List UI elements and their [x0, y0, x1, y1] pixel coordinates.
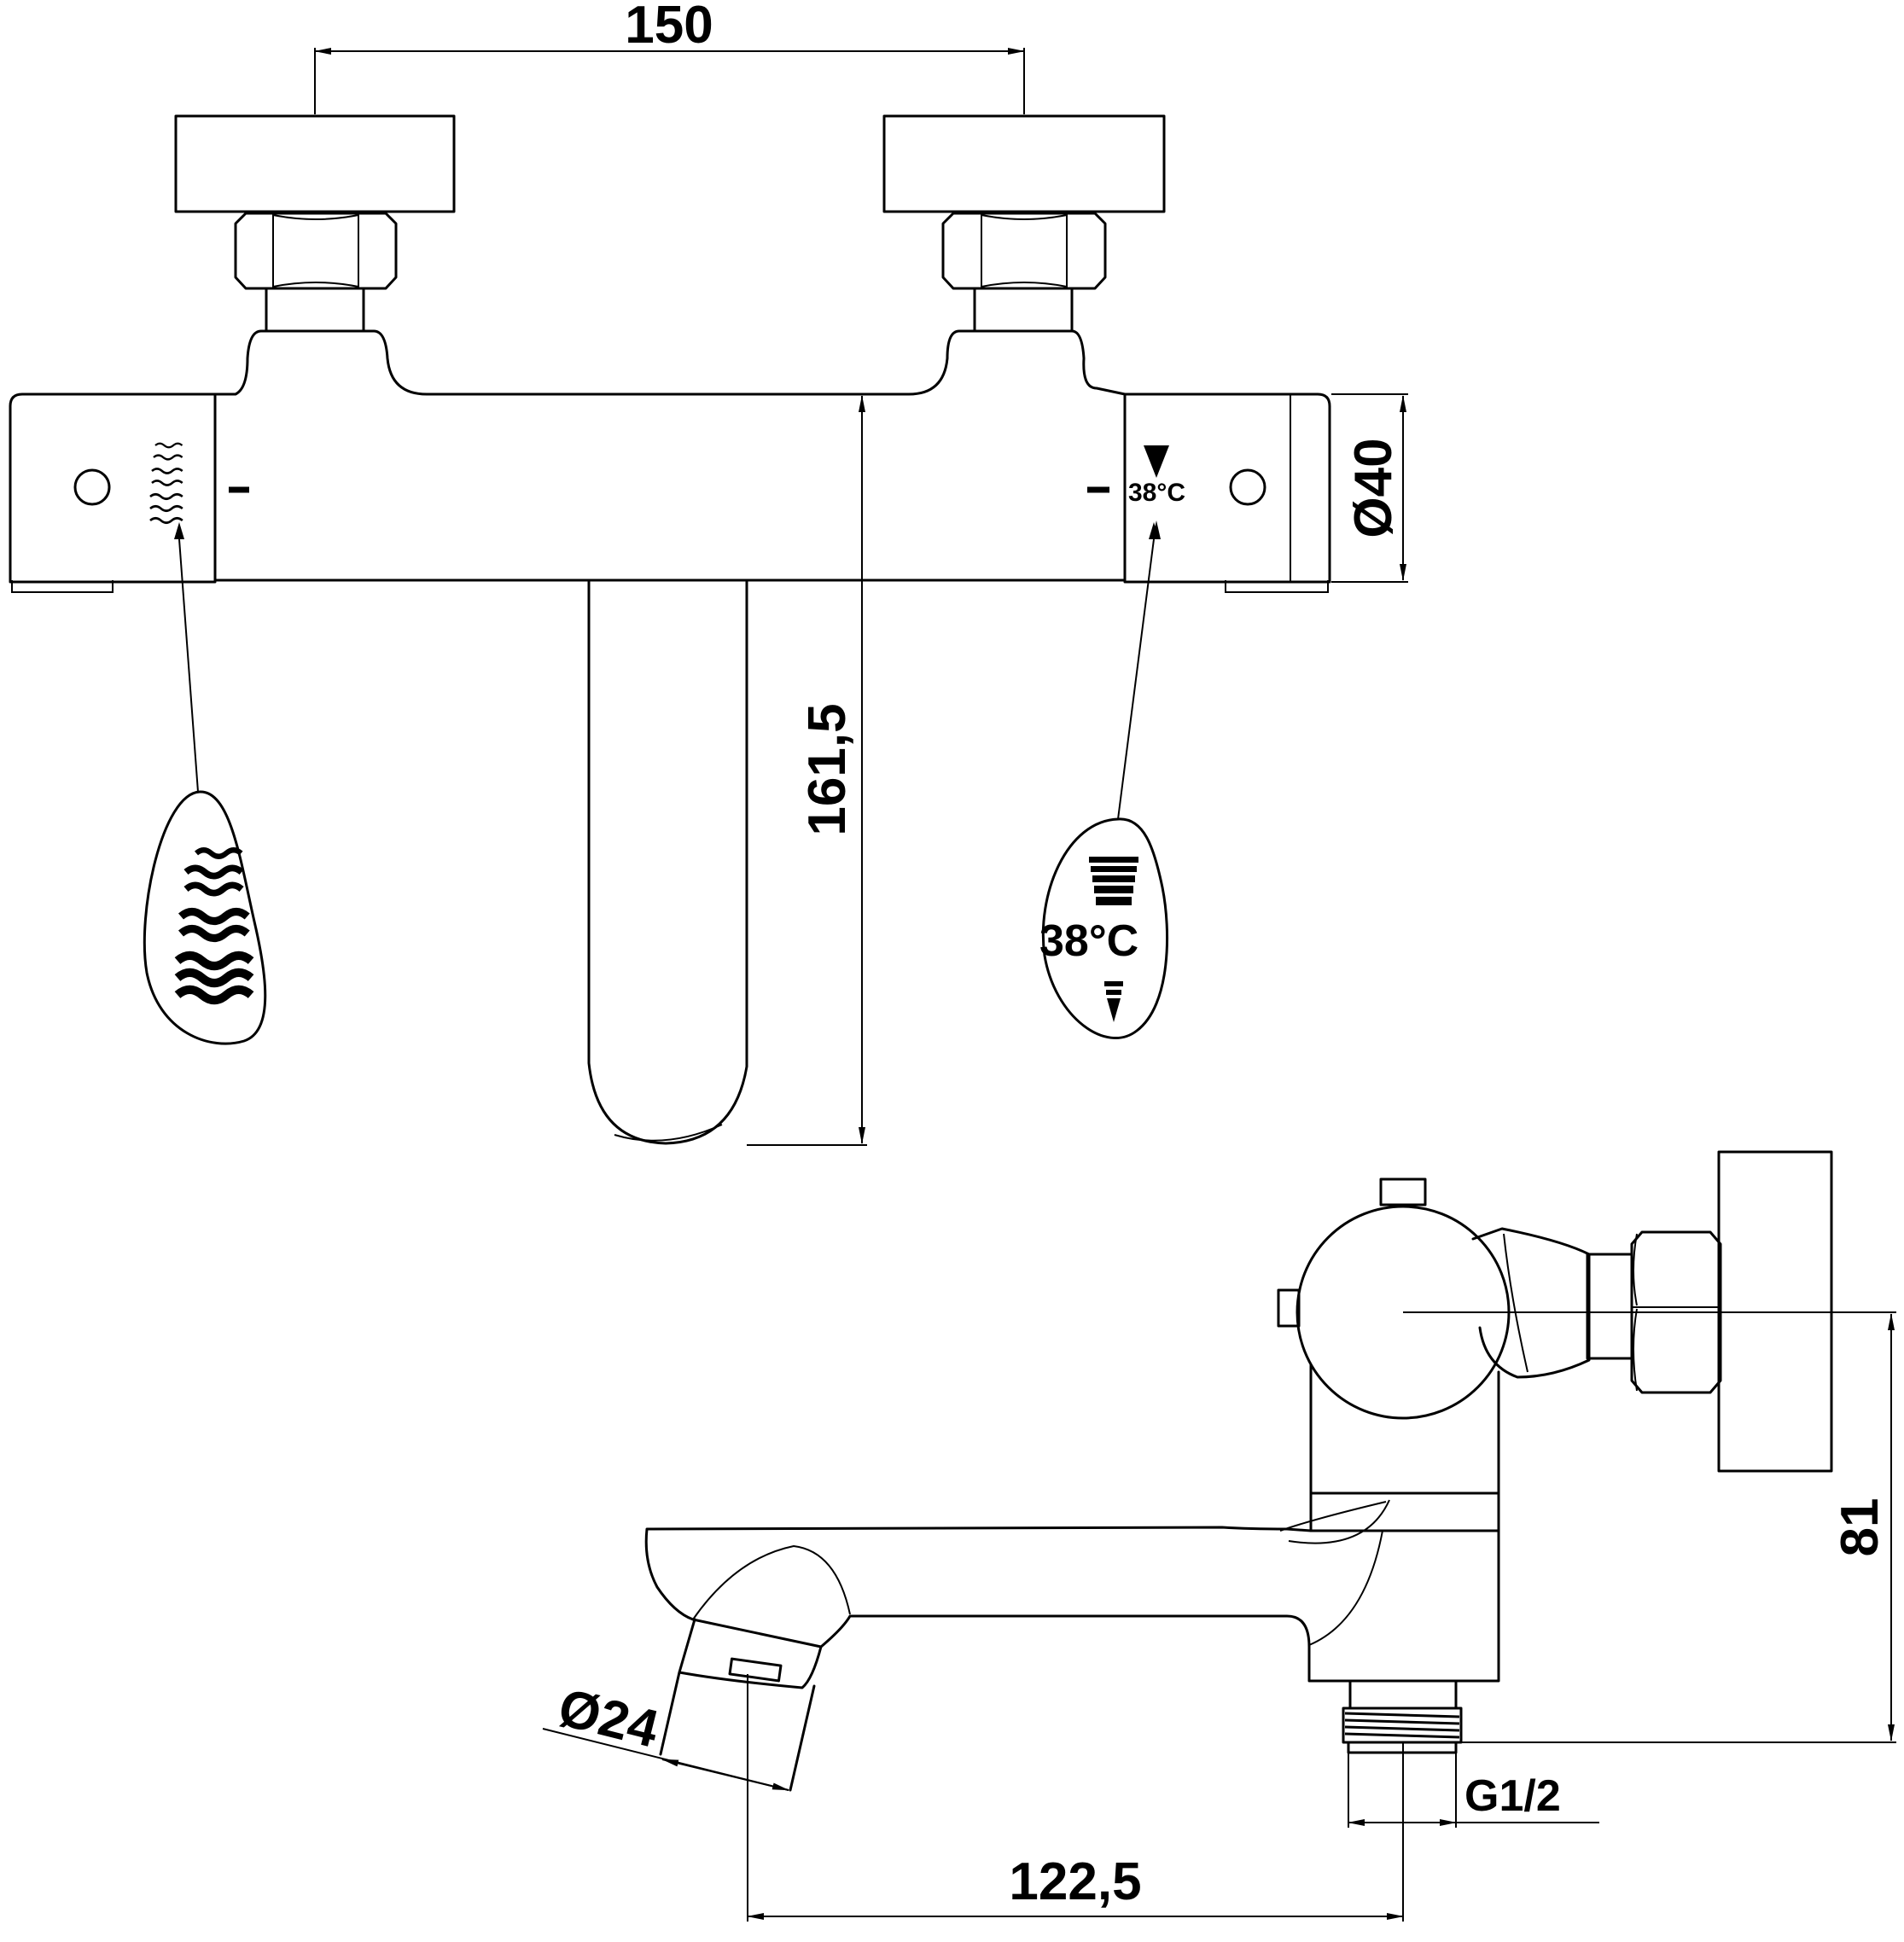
dimension-161-5-label: 161,5 [798, 703, 857, 835]
temperature-callout-leader [1117, 538, 1155, 820]
flow-wave-icon [148, 442, 184, 525]
side-outlet-thread [1342, 1679, 1463, 1754]
dimension-spout-drop: 161,5 [747, 395, 867, 1146]
front-spout [587, 580, 748, 1145]
dimension-body-diameter: Ø40 [1331, 393, 1408, 583]
side-top-cap [1379, 1177, 1427, 1206]
side-stem-body [1309, 1363, 1500, 1495]
right-temperature-handle [1087, 392, 1331, 593]
dimension-81-label: 81 [1831, 1498, 1889, 1557]
dimension-g1-2-label: G1/2 [1464, 1771, 1561, 1821]
temperature-label-small: 38°C [1128, 479, 1185, 507]
mixer-body [213, 329, 1127, 582]
dimension-inlet-spacing: 150 [314, 0, 1025, 114]
dimension-150-label: 150 [625, 0, 713, 55]
dimension-outlet-thread: G1/2 [1348, 1753, 1599, 1828]
flow-wave-icon-large [178, 850, 251, 1000]
front-view: 38°C [9, 0, 1408, 1146]
temperature-callout: 38°C [1039, 817, 1169, 1040]
dimension-diameter-24-label: Ø24 [553, 1677, 665, 1759]
side-spout [644, 1526, 1500, 1683]
dimension-wall-projection: 81 [1403, 1311, 1896, 1743]
side-spout-outlet [678, 1618, 823, 1689]
temperature-label-large: 38°C [1039, 916, 1138, 966]
dimension-spout-reach: 122,5 [747, 1674, 1404, 1922]
left-wall-flange [174, 114, 456, 213]
left-flow-handle [9, 392, 249, 593]
left-hex-nut [234, 212, 398, 333]
dimension-122-5-label: 122,5 [1009, 1852, 1141, 1911]
right-wall-flange [882, 114, 1166, 213]
flow-callout-leader [178, 538, 199, 793]
right-hex-nut [941, 212, 1107, 333]
flow-callout [143, 790, 267, 1045]
side-view: 81 Ø24 122,5 G1/2 [542, 1150, 1896, 1922]
temperature-scale-icon: 38°C [1128, 445, 1185, 539]
side-hex-nut [1586, 1230, 1722, 1394]
dimension-diameter-40-label: Ø40 [1344, 438, 1403, 538]
